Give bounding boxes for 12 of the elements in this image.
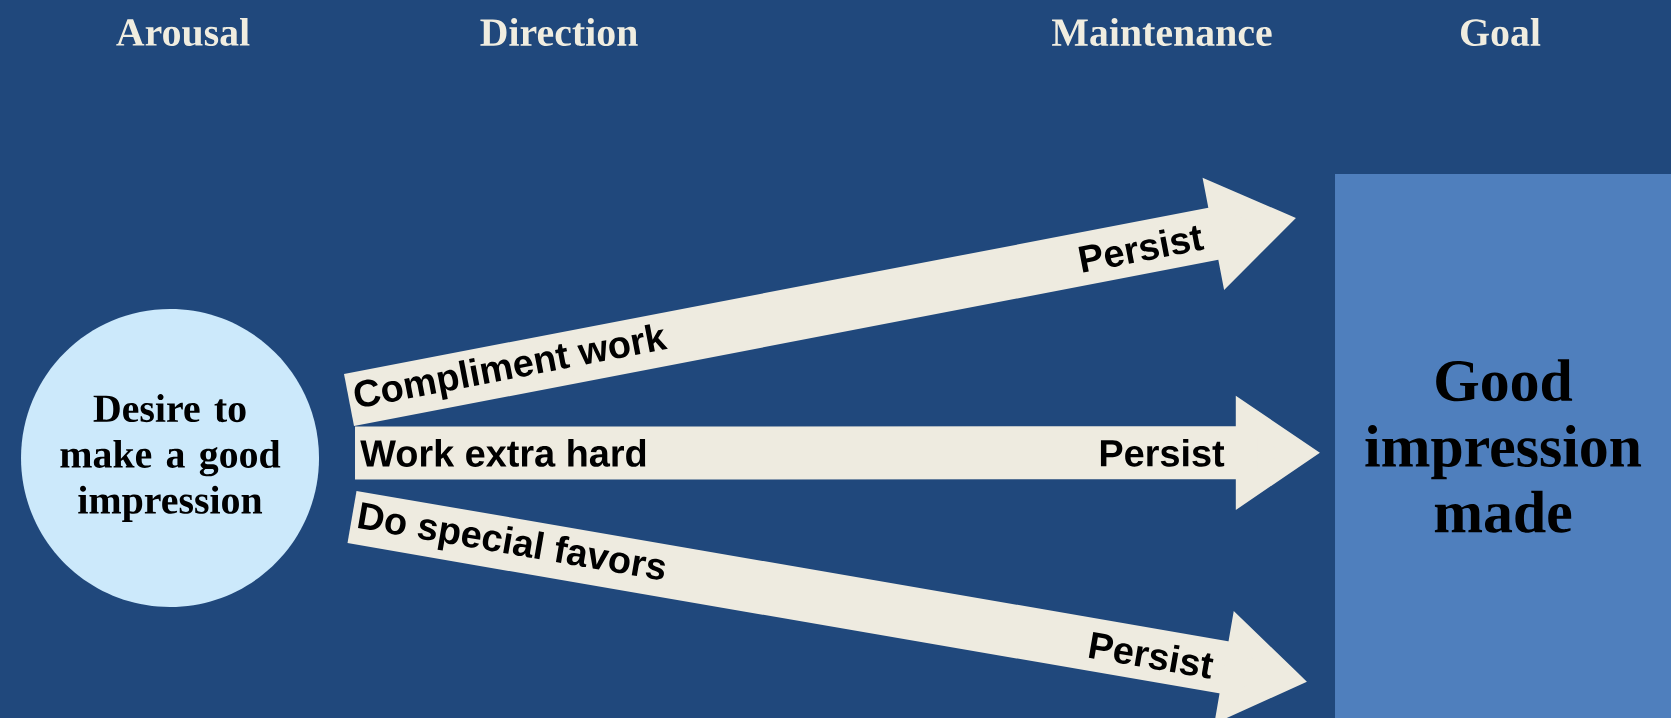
- column-heading: Maintenance: [1052, 18, 1272, 46]
- column-heading: Arousal: [116, 17, 250, 47]
- column-heading: Direction: [480, 18, 638, 46]
- edge-label: Do special favors: [353, 499, 671, 590]
- circle-node: Desire to make a good impression: [21, 309, 319, 607]
- goal-box: Good impression made: [1335, 174, 1671, 718]
- edge-label: Compliment work: [349, 320, 671, 418]
- persist-label: Persist: [1100, 438, 1225, 467]
- edge-label: Work extra hard: [359, 438, 649, 468]
- persist-label: Persist: [1078, 225, 1205, 273]
- persist-label: Persist: [1088, 632, 1214, 679]
- column-heading: Goal: [1461, 18, 1541, 46]
